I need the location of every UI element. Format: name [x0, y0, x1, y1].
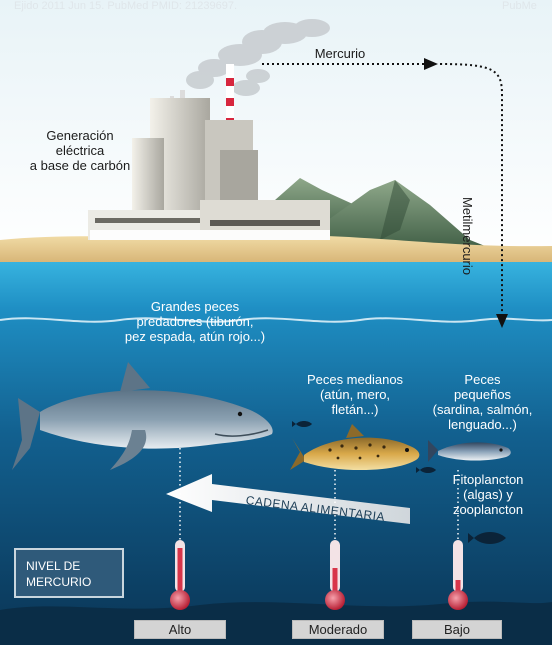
faded-header-left: Ejido 2011 Jun 15. PubMed PMID: 21239697… — [14, 0, 238, 12]
trout-illustration — [290, 424, 420, 471]
mercury-level-title-line-2: MERCURIO — [26, 575, 92, 589]
level-moderate-label: Moderado — [292, 620, 384, 639]
food-chain-arrow — [166, 474, 410, 524]
water-surface-line — [0, 317, 552, 323]
thermometer-high — [170, 540, 190, 610]
smoke-plume — [186, 19, 330, 96]
plankton-label-line-3: zooplancton — [452, 502, 524, 517]
shark-illustration — [12, 362, 273, 470]
small-fish-examples-line-2: lenguado...) — [448, 417, 517, 432]
small-fish-silhouettes — [292, 421, 506, 544]
level-high-label: Alto — [134, 620, 226, 639]
large-fish-label: Grandes peces predadores (tiburón, pez e… — [110, 299, 280, 344]
medium-fish-label: Peces medianos (atún, mero, fletán...) — [290, 372, 420, 417]
metilmercurio-label: Metilmercurio — [460, 196, 475, 275]
thermometer-moderate — [325, 540, 345, 610]
sardine-illustration — [428, 440, 511, 462]
large-fish-label-line-3: pez espada, atún rojo...) — [124, 329, 266, 344]
power-plant — [88, 64, 330, 240]
plankton-label-line-2: (algas) y — [463, 487, 513, 502]
mercury-level-title-line-1: NIVEL DE — [26, 559, 81, 573]
medium-fish-examples-line-2: fletán...) — [331, 402, 379, 417]
small-fish-examples-line-1: (sardina, salmón, — [432, 402, 533, 417]
mercury-level-box: NIVEL DE MERCURIO — [14, 548, 124, 598]
faded-header-right: PubMe — [502, 0, 537, 12]
power-plant-label-line-1: Generación — [46, 128, 114, 143]
thermometer-low — [448, 540, 468, 610]
plankton-label-line-1: Fitoplancton — [452, 472, 524, 487]
mercurio-label: Mercurio — [314, 46, 366, 61]
small-fish-title-line-1: Peces — [464, 372, 501, 387]
small-fish-title-line-2: pequeños — [453, 387, 512, 402]
power-plant-label: Generación eléctrica a base de carbón — [20, 128, 140, 173]
small-fish-label: Peces pequeños (sardina, salmón, lenguad… — [420, 372, 545, 432]
mercury-path-arrows — [262, 58, 508, 328]
guide-lines — [179, 448, 459, 540]
large-fish-label-line-1: Grandes peces — [150, 299, 240, 314]
level-low-label: Bajo — [412, 620, 502, 639]
plankton-label: Fitoplancton (algas) y zooplancton — [438, 472, 538, 517]
medium-fish-title: Peces medianos — [306, 372, 404, 387]
power-plant-label-line-2: eléctrica — [55, 143, 105, 158]
medium-fish-examples-line-1: (atún, mero, — [319, 387, 391, 402]
power-plant-label-line-3: a base de carbón — [29, 158, 131, 173]
large-fish-label-line-2: predadores (tiburón, — [136, 314, 254, 329]
